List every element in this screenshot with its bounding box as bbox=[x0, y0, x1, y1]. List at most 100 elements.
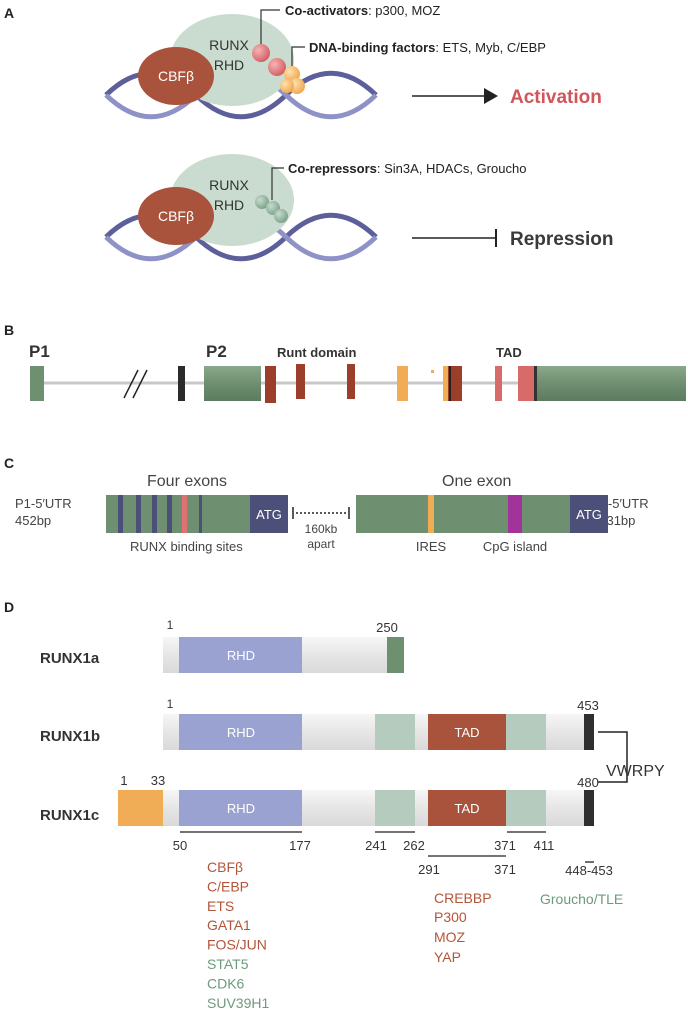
runx1c-mint-1 bbox=[375, 790, 415, 826]
tad-label: TAD bbox=[496, 345, 522, 360]
rhd-partner-2: ETS bbox=[207, 898, 234, 914]
runx-label-2: RUNX bbox=[209, 177, 249, 193]
runx-label: RUNX bbox=[209, 37, 249, 53]
rhd-partner-1: C/EBP bbox=[207, 878, 249, 894]
coactivator-ball-2 bbox=[268, 58, 286, 76]
exon-final bbox=[537, 366, 686, 401]
tick-371-a: 371 bbox=[494, 838, 516, 853]
cbfb-blob bbox=[138, 47, 214, 105]
exon-runt-3 bbox=[347, 364, 355, 399]
runx1b-mint-1 bbox=[375, 714, 415, 750]
panel-c-letter: C bbox=[4, 455, 14, 471]
runx1c-33: 33 bbox=[151, 773, 165, 788]
dbf-ball-1 bbox=[284, 66, 300, 82]
runx1a-label: RUNX1a bbox=[40, 650, 100, 667]
runx-site-3 bbox=[152, 495, 157, 533]
activation-complex: RUNX RHD CBFβ Co-activators: p300, MOZ D… bbox=[104, 3, 602, 120]
dbf-ball-2 bbox=[289, 78, 305, 94]
runx-site-4 bbox=[167, 495, 172, 533]
runx1b-vwrpy-block bbox=[584, 714, 594, 750]
runx1b-isoform: RUNX1b 1 453 RHD TAD bbox=[40, 697, 599, 750]
dbf-leader bbox=[291, 46, 305, 66]
runx1c-label: RUNX1c bbox=[40, 807, 99, 824]
atg-box-1 bbox=[250, 495, 288, 533]
runx1c-mint-2 bbox=[506, 790, 546, 826]
tad-partner-p300: P300 bbox=[434, 909, 467, 925]
activation-arrowhead bbox=[484, 88, 498, 104]
exon-black-2 bbox=[534, 366, 537, 401]
exon-runt-4 bbox=[448, 366, 462, 401]
runx1c-rhd-label: RHD bbox=[227, 801, 255, 816]
coactivators-text: Co-activators: p300, MOZ bbox=[285, 3, 440, 18]
tad-partner-moz: MOZ bbox=[434, 929, 466, 945]
rhd-partner-5: STAT5 bbox=[207, 956, 249, 972]
rhd-partner-4: FOS/JUN bbox=[207, 937, 267, 953]
p2-utr-green bbox=[356, 495, 570, 533]
rhd-partner-3: GATA1 bbox=[207, 917, 251, 933]
four-exons-label: Four exons bbox=[147, 473, 227, 490]
cbfb-label: CBFβ bbox=[158, 68, 194, 84]
rhd-partner-0: CBFβ bbox=[207, 859, 243, 875]
exon-orange-dot bbox=[431, 370, 434, 373]
apart-label: apart bbox=[307, 537, 335, 551]
rhd-label-2: RHD bbox=[214, 197, 244, 213]
exon-orange-2 bbox=[443, 366, 450, 401]
runx1b-label: RUNX1b bbox=[40, 728, 100, 745]
atg-box-2 bbox=[570, 495, 608, 533]
runx1a-rhd bbox=[179, 637, 302, 673]
coactivator-leader bbox=[260, 9, 280, 44]
runx1b-end: 453 bbox=[577, 698, 599, 713]
dbf-ball-3 bbox=[280, 79, 294, 93]
kb-label: 160kb bbox=[305, 522, 338, 536]
runx1a-start: 1 bbox=[167, 618, 174, 632]
runx1a-end-segment bbox=[387, 637, 404, 673]
runx-site-pink bbox=[182, 495, 187, 533]
p2-label: P2 bbox=[206, 342, 227, 361]
runx-site-5 bbox=[199, 495, 202, 533]
utr-structure: Four exons One exon P1-5′UTR 452bp P2-5′… bbox=[15, 473, 649, 554]
tad-partner-list: CREBBP P300 MOZ YAP bbox=[434, 890, 492, 965]
runx1b-rhd bbox=[179, 714, 302, 750]
corepressors-text: Co-repressors: Sin3A, HDACs, Groucho bbox=[288, 161, 526, 176]
vwrpy-label: VWRPY bbox=[606, 763, 665, 780]
runx-sites-label: RUNX binding sites bbox=[130, 539, 243, 554]
exon-pink-2 bbox=[518, 366, 534, 401]
p1-bp-label: 452bp bbox=[15, 513, 51, 528]
runx1b-start: 1 bbox=[167, 697, 174, 711]
panel-a-letter: A bbox=[4, 5, 14, 21]
runx1c-vwrpy-block bbox=[584, 790, 594, 826]
panel-b-letter: B bbox=[4, 322, 14, 338]
exon-orange-1 bbox=[397, 366, 408, 401]
exon-black-1 bbox=[178, 366, 185, 401]
runx1b-mint-2 bbox=[506, 714, 546, 750]
groucho-tle-label: Groucho/TLE bbox=[540, 891, 623, 907]
tick-411: 411 bbox=[534, 838, 555, 853]
runx-site-2 bbox=[136, 495, 141, 533]
runx1a-rhd-label: RHD bbox=[227, 648, 255, 663]
ires-mark bbox=[428, 495, 434, 533]
tick-262: 262 bbox=[403, 838, 425, 853]
runx1a-end: 250 bbox=[376, 620, 398, 635]
runx1c-tad-label: TAD bbox=[454, 801, 479, 816]
exon-p1 bbox=[30, 366, 44, 401]
runx1c-end: 480 bbox=[577, 775, 599, 790]
p1-utr-label: P1-5′UTR bbox=[15, 496, 72, 511]
runx1b-tad-label: TAD bbox=[454, 725, 479, 740]
exon-black-thin bbox=[449, 366, 451, 401]
tick-241: 241 bbox=[365, 838, 387, 853]
exon-runt-1 bbox=[265, 366, 276, 403]
runx1c-start: 1 bbox=[120, 773, 127, 788]
tad-partner-yap: YAP bbox=[434, 949, 461, 965]
tick-50: 50 bbox=[173, 838, 187, 853]
runx1c-tad bbox=[428, 790, 506, 826]
corepressor-ball-1 bbox=[255, 195, 269, 209]
p1-label: P1 bbox=[29, 342, 50, 361]
runx1c-isoform: RUNX1c 1 33 480 RHD TAD bbox=[40, 773, 599, 826]
tick-448-453: 448-453 bbox=[565, 863, 613, 878]
exon-runt-2 bbox=[296, 364, 305, 399]
exon-p2 bbox=[204, 366, 261, 401]
tick-371-b: 371 bbox=[494, 862, 516, 877]
